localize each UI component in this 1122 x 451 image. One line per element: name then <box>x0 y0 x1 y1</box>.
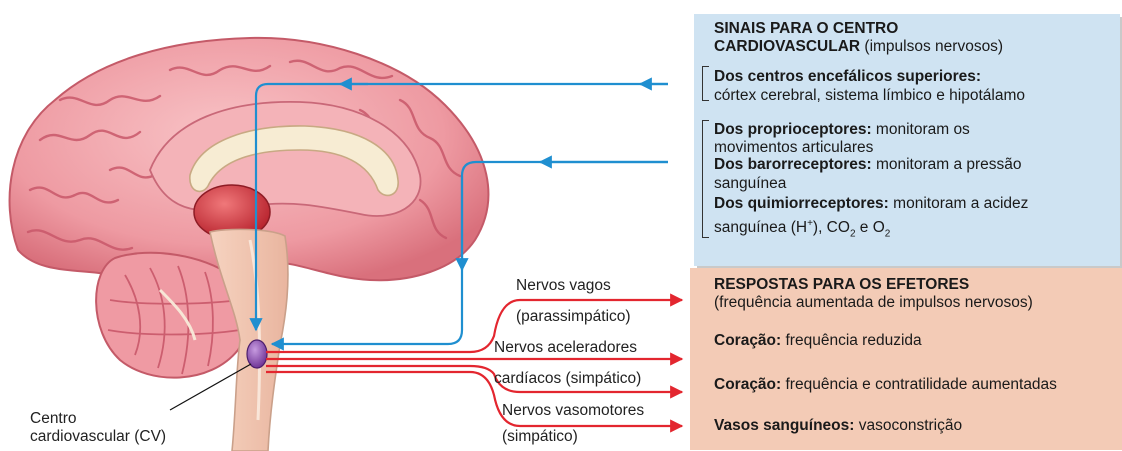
baroreceptors-label: Dos barorreceptores: <box>714 156 872 173</box>
chemoreceptors-desc-a: monitoram a acidez <box>889 195 1029 212</box>
heart-reduced-line: Coração: frequência reduzida <box>714 332 922 350</box>
vasomotor-label-line1: Nervos vasomotores <box>502 402 644 420</box>
cv-center <box>247 340 267 368</box>
vagus-label-line2: (parassimpático) <box>516 308 631 326</box>
vessels-line: Vasos sanguíneos: vasoconstrição <box>714 417 962 435</box>
vasomotor-label-line2: (simpático) <box>502 428 578 446</box>
input-panel-title-bold: CARDIOVASCULAR <box>714 38 860 55</box>
vessels-desc: vasoconstrição <box>854 417 962 434</box>
chemoreceptors-line2: sanguínea (H+), CO2 e O2 <box>714 215 890 243</box>
proprioceptors-label: Dos proprioceptores: <box>714 121 872 138</box>
chemo-text-a: sanguínea (H <box>714 219 807 236</box>
chemo-text-b: ), CO <box>813 219 850 236</box>
vagus-label-line1: Nervos vagos <box>516 277 611 295</box>
output-panel-subtitle: (frequência aumentada de impulsos nervos… <box>714 294 1033 312</box>
vessels-label: Vasos sanguíneos: <box>714 417 854 434</box>
heart-increased-label: Coração: <box>714 376 781 393</box>
proprioceptors-desc-a: monitoram os <box>872 121 970 138</box>
cv-center-label-line2: cardiovascular (CV) <box>30 428 166 446</box>
output-panel-title: RESPOSTAS PARA OS EFETORES <box>714 276 969 294</box>
heart-increased-line: Coração: frequência e contratilidade aum… <box>714 376 1057 394</box>
chemoreceptors-line1: Dos quimiorreceptores: monitoram a acide… <box>714 195 1028 213</box>
proprioceptors-line2: movimentos articulares <box>714 139 873 157</box>
input-panel-title-line1: SINAIS PARA O CENTRO <box>714 20 898 38</box>
heart-reduced-desc: frequência reduzida <box>781 332 921 349</box>
accelerator-label-line1: Nervos aceleradores <box>494 339 637 357</box>
input-panel-title-line2: CARDIOVASCULAR (impulsos nervosos) <box>714 38 1003 56</box>
baroreceptors-line2: sanguínea <box>714 175 786 193</box>
baroreceptors-desc-a: monitoram a pressão <box>872 156 1022 173</box>
heart-reduced-label: Coração: <box>714 332 781 349</box>
higher-centers-label: Dos centros encefálicos superiores: <box>714 68 981 86</box>
chemoreceptors-label: Dos quimiorreceptores: <box>714 195 889 212</box>
baroreceptors-line1: Dos barorreceptores: monitoram a pressão <box>714 156 1022 174</box>
input-panel-title-rest: (impulsos nervosos) <box>860 38 1003 55</box>
chemo-text-c: e O <box>856 219 885 236</box>
chemo-sub-o2: 2 <box>885 228 891 239</box>
higher-centers-desc: córtex cerebral, sistema límbico e hipot… <box>714 87 1025 105</box>
higher-centers-bracket <box>702 66 709 101</box>
proprioceptors-line1: Dos proprioceptores: monitoram os <box>714 121 970 139</box>
accelerator-label-line2: cardíacos (simpático) <box>494 370 641 388</box>
cv-center-label-line1: Centro <box>30 410 77 428</box>
heart-increased-desc: frequência e contratilidade aumentadas <box>781 376 1057 393</box>
receptors-bracket <box>702 120 709 238</box>
